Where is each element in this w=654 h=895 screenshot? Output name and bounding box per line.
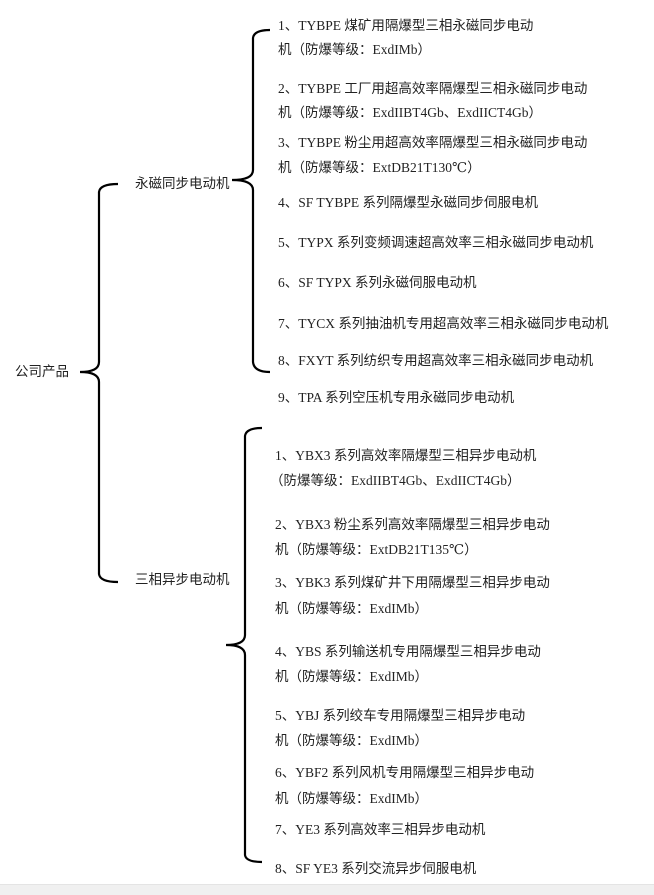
product-item-line: 机（防爆等级：ExdIMb） [275, 601, 428, 616]
product-item-line: 4、SF TYBPE 系列隔爆型永磁同步伺服电机 [278, 195, 539, 210]
branch2-bracket [225, 426, 263, 864]
product-item-line: 1、TYBPE 煤矿用隔爆型三相永磁同步电动 [278, 18, 534, 33]
product-item-line: 5、TYPX 系列变频调速超高效率三相永磁同步电动机 [278, 235, 594, 250]
product-item-line: 3、TYBPE 粉尘用超高效率隔爆型三相永磁同步电动 [278, 135, 588, 150]
product-item-line: 1、YBX3 系列高效率隔爆型三相异步电动机 [275, 448, 537, 463]
product-item-line: 2、YBX3 粉尘系列高效率隔爆型三相异步电动 [275, 517, 550, 532]
page-footer-band [0, 884, 654, 895]
product-item-line: 机（防爆等级：ExtDB21T135℃） [275, 542, 478, 557]
product-item-line: 2、TYBPE 工厂用超高效率隔爆型三相永磁同步电动 [278, 81, 588, 96]
root-label: 公司产品 [15, 364, 69, 379]
product-item-line: 6、YBF2 系列风机专用隔爆型三相异步电动 [275, 765, 535, 780]
product-item-line: （防爆等级：ExdIIBT4Gb、ExdIICT4Gb） [270, 473, 521, 488]
product-item-line: 5、YBJ 系列绞车专用隔爆型三相异步电动 [275, 708, 526, 723]
branch-label-async: 三相异步电动机 [135, 572, 230, 587]
product-item-line: 机（防爆等级：ExdIMb） [275, 669, 428, 684]
root-bracket [79, 182, 119, 584]
branch1-bracket [231, 28, 271, 374]
product-item-line: 3、YBK3 系列煤矿井下用隔爆型三相异步电动 [275, 575, 550, 590]
product-item-line: 4、YBS 系列输送机专用隔爆型三相异步电动 [275, 644, 541, 659]
product-item-line: 9、TPA 系列空压机专用永磁同步电动机 [278, 390, 515, 405]
product-item-line: 7、YE3 系列高效率三相异步电动机 [275, 822, 486, 837]
product-item-line: 机（防爆等级：ExtDB21T130℃） [278, 160, 481, 175]
product-item-line: 6、SF TYPX 系列永磁伺服电动机 [278, 275, 477, 290]
product-item-line: 8、SF YE3 系列交流异步伺服电机 [275, 861, 477, 876]
branch-label-pm-sync: 永磁同步电动机 [135, 176, 230, 191]
product-item-line: 机（防爆等级：ExdIMb） [275, 791, 428, 806]
product-item-line: 机（防爆等级：ExdIIBT4Gb、ExdIICT4Gb） [278, 105, 542, 120]
product-item-line: 8、FXYT 系列纺织专用超高效率三相永磁同步电动机 [278, 353, 594, 368]
product-item-line: 机（防爆等级：ExdIMb） [278, 42, 431, 57]
product-item-line: 机（防爆等级：ExdIMb） [275, 733, 428, 748]
product-item-line: 7、TYCX 系列抽油机专用超高效率三相永磁同步电动机 [278, 316, 609, 331]
